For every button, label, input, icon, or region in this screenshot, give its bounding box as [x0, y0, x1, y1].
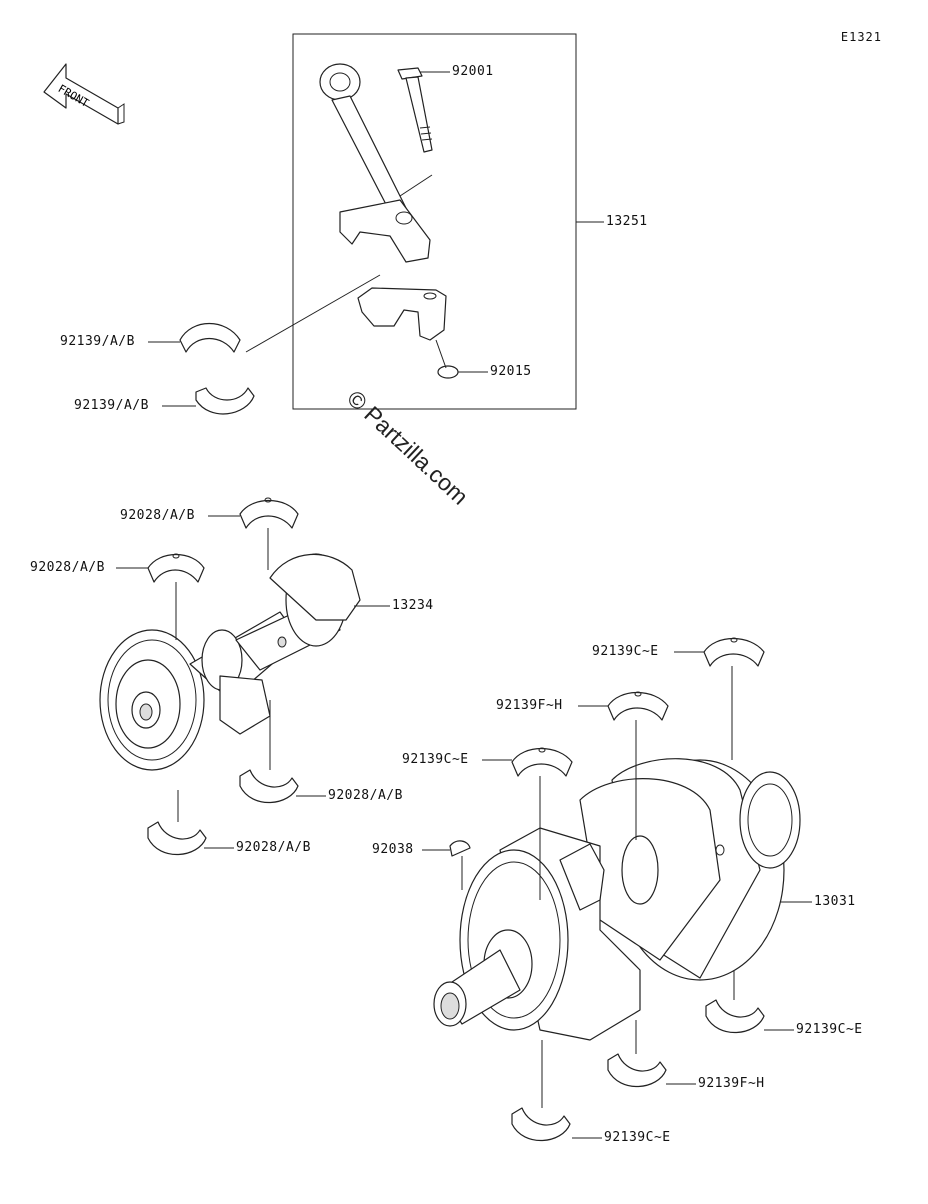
part-label-92139ce-2[interactable]: 92139C~E	[402, 752, 469, 767]
part-label-92139ce-1[interactable]: 92139C~E	[592, 644, 659, 659]
balancer-bearing-lower-2	[147, 821, 207, 856]
connecting-rod-cap	[357, 287, 447, 341]
part-label-92028-ab-3[interactable]: 92028/A/B	[328, 788, 403, 803]
balancer-shaft	[99, 553, 361, 771]
rod-bolt	[397, 67, 433, 153]
balancer-bearing-lower-1	[239, 769, 299, 804]
part-label-92139-ab-1[interactable]: 92139/A/B	[60, 334, 135, 349]
part-label-92015[interactable]: 92015	[490, 364, 532, 379]
leader-bearing-to-rod	[245, 274, 381, 353]
crank-bearing-lower-ce-1	[705, 999, 765, 1034]
part-label-92028-ab-1[interactable]: 92028/A/B	[120, 508, 195, 523]
rod-bearing-lower	[195, 387, 255, 415]
part-label-13031[interactable]: 13031	[814, 894, 856, 909]
part-label-92139fh-1[interactable]: 92139F~H	[496, 698, 563, 713]
crank-bearing-upper-ce-1	[703, 637, 765, 667]
nut-92015	[437, 365, 459, 379]
leader-cap	[435, 339, 447, 369]
diagram-id: E1321	[840, 30, 882, 44]
part-label-92139ce-3[interactable]: 92139C~E	[796, 1022, 863, 1037]
connecting-rod	[319, 63, 433, 263]
part-label-92038[interactable]: 92038	[372, 842, 414, 857]
woodruff-key	[449, 840, 471, 857]
part-label-92139fh-2[interactable]: 92139F~H	[698, 1076, 765, 1091]
front-arrow-icon: FRONT	[43, 63, 125, 125]
part-label-13251[interactable]: 13251	[606, 214, 648, 229]
crankshaft	[433, 758, 801, 1041]
balancer-bearing-upper-2	[147, 553, 205, 583]
rod-bearing-upper	[179, 322, 241, 353]
crank-bearing-upper-fh-1	[607, 691, 669, 721]
crank-bearing-lower-ce-2	[511, 1107, 571, 1142]
crank-bearing-lower-fh-1	[607, 1053, 667, 1088]
crank-bearing-upper-ce-2	[511, 747, 573, 777]
part-label-92028-ab-2[interactable]: 92028/A/B	[30, 560, 105, 575]
part-label-13234[interactable]: 13234	[392, 598, 434, 613]
part-label-92139-ab-2[interactable]: 92139/A/B	[74, 398, 149, 413]
balancer-bearing-upper-1	[239, 497, 299, 529]
part-label-92001[interactable]: 92001	[452, 64, 494, 79]
part-label-92028-ab-4[interactable]: 92028/A/B	[236, 840, 311, 855]
part-label-92139ce-4[interactable]: 92139C~E	[604, 1130, 671, 1145]
